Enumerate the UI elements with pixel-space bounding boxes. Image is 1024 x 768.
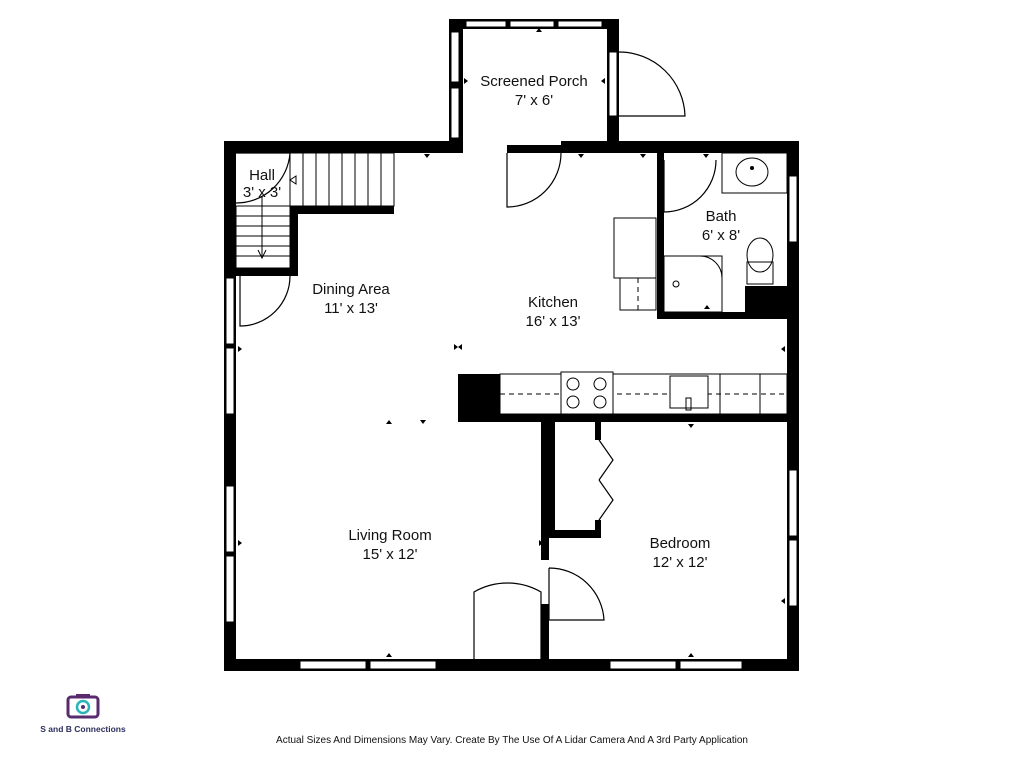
company-logo: S and B Connections: [33, 694, 133, 734]
windows: [225, 175, 798, 670]
bedroom-size: 12' x 12': [653, 554, 708, 571]
kitchen-porch-door: [506, 152, 562, 208]
kitchen-counters: [499, 217, 788, 415]
bedroom-name: Bedroom: [650, 535, 711, 552]
doors: [239, 152, 717, 659]
stairs: [235, 152, 395, 269]
camera-logo-icon: [66, 694, 100, 719]
screened-porch: [449, 19, 686, 143]
bath-door: [663, 159, 717, 213]
vanity-icon: [721, 152, 788, 194]
living-name: Living Room: [348, 527, 431, 544]
closet-bifold: [598, 439, 614, 521]
markers: [238, 28, 785, 657]
kitchen-size: 16' x 13': [526, 313, 581, 330]
front-door: [473, 582, 542, 659]
porch-door: [618, 51, 686, 117]
porch-name: Screened Porch: [480, 73, 588, 90]
kitchen-name: Kitchen: [528, 294, 578, 311]
footer-disclaimer: Actual Sizes And Dimensions May Vary. Cr…: [276, 735, 748, 746]
bath-size: 6' x 8': [702, 227, 740, 244]
dining-name: Dining Area: [312, 281, 390, 298]
porch-size: 7' x 6': [515, 92, 553, 109]
interior-walls: [236, 153, 799, 671]
company-name: S and B Connections: [40, 724, 126, 734]
dining-side-door: [239, 275, 291, 327]
sink-icon: [669, 375, 709, 409]
bedroom-door: [548, 567, 605, 621]
dining-size: 11' x 13': [324, 300, 378, 317]
living-size: 15' x 12': [363, 546, 418, 563]
bath-fixtures: [663, 152, 788, 313]
hall-name: Hall: [249, 167, 275, 184]
hall-size: 3' x 3': [243, 184, 281, 201]
bath-name: Bath: [706, 208, 737, 225]
toilet-icon: [746, 261, 774, 285]
refrigerator-icon: [613, 217, 657, 279]
stove-icon: [560, 371, 614, 415]
